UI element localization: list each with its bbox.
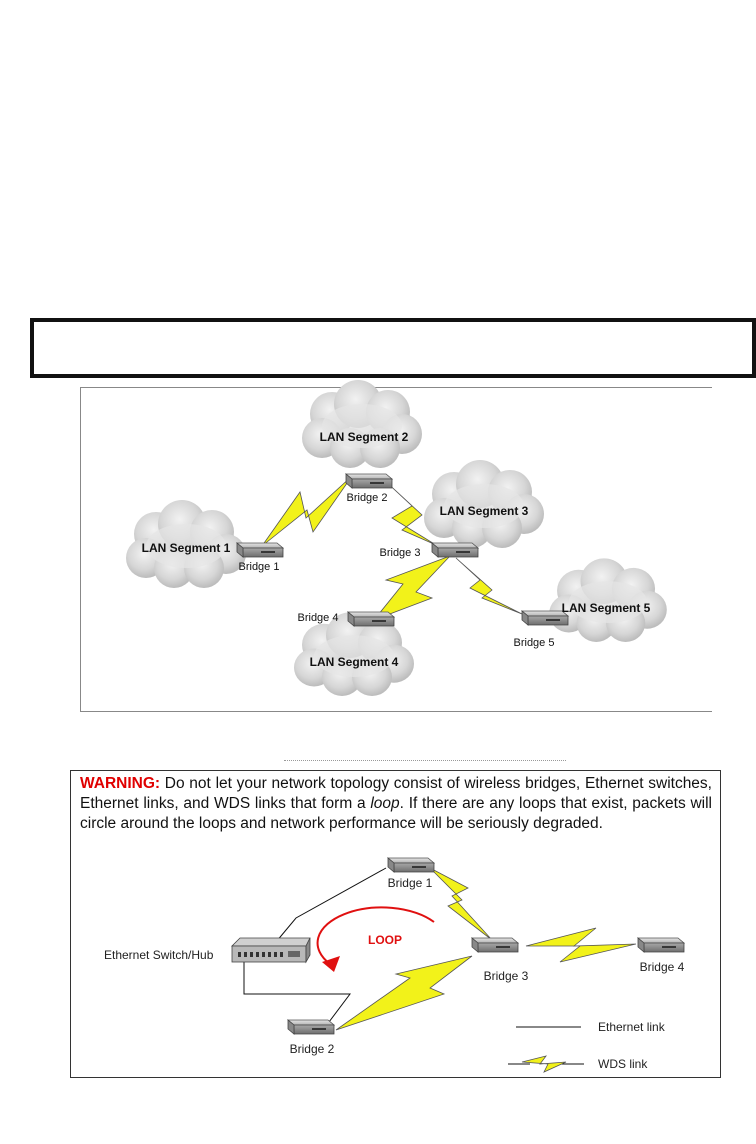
empty-header-box — [30, 318, 756, 378]
bridge-3-device — [431, 542, 479, 558]
lan-segment-5-label: LAN Segment 5 — [562, 601, 651, 615]
legend-ethernet-label: Ethernet link — [598, 1020, 666, 1034]
wds-link-b3-b4 — [372, 555, 451, 621]
bridge-5-label: Bridge 5 — [514, 637, 555, 649]
loop-bridge-2-device — [287, 1019, 335, 1035]
wds-topology-diagram: LAN Segment 1 LAN Segment 2 LAN Segment … — [126, 380, 667, 696]
loop-bridge-3-label: Bridge 3 — [484, 969, 529, 983]
loop-bridge-1-label: Bridge 1 — [388, 876, 433, 890]
bridge-2-device — [345, 473, 393, 489]
lan-segment-3-label: LAN Segment 3 — [440, 504, 529, 518]
wds-topology-frame — [80, 387, 712, 712]
lan-segment-2-label: LAN Segment 2 — [320, 430, 409, 444]
loop-label: LOOP — [368, 933, 402, 947]
warning-text-before: Do not let your network topology consist… — [80, 775, 712, 812]
loop-warning-diagram: LOOP Ethernet Switch/Hub Bridge 1 Bridge… — [104, 857, 685, 1073]
loop-bridge-4-device — [637, 937, 685, 953]
wds-link-b3-b2 — [335, 955, 473, 1031]
loop-bridge-4-label: Bridge 4 — [640, 960, 685, 974]
loop-bridge-2-label: Bridge 2 — [290, 1042, 335, 1056]
warning-box — [70, 770, 721, 1078]
loop-bridge-3-device — [471, 937, 519, 953]
warning-prefix: WARNING: — [80, 775, 161, 792]
legend-wds-symbol — [508, 1055, 584, 1073]
bridge-4-device — [347, 611, 395, 627]
bridge-3-label: Bridge 3 — [380, 547, 421, 559]
lan-segment-2-cloud — [302, 380, 422, 468]
switch-label: Ethernet Switch/Hub — [104, 948, 214, 962]
bridge-1-device — [236, 542, 284, 558]
bridge-1-label: Bridge 1 — [239, 561, 280, 573]
legend-wds-label: WDS link — [598, 1057, 648, 1071]
loop-arrowhead-icon — [322, 956, 340, 972]
warning-paragraph: WARNING: Do not let your network topolog… — [80, 774, 712, 834]
warning-emphasis: loop — [370, 795, 400, 812]
wds-link-b3-b4 — [525, 927, 637, 963]
lan-segment-4-label: LAN Segment 4 — [310, 655, 399, 669]
lan-segment-1-label: LAN Segment 1 — [142, 541, 231, 555]
ethernet-link-switch-b2 — [243, 962, 351, 1027]
wds-link-b3-b5 — [455, 557, 523, 615]
wds-link-b1-b2 — [261, 475, 353, 547]
ethernet-link-switch-b1 — [275, 867, 387, 943]
loop-bridge-1-device — [387, 857, 435, 873]
bridge-2-label: Bridge 2 — [347, 492, 388, 504]
warning-text-after: . If there are any loops that exist, pac… — [80, 795, 712, 832]
loop-arrow-icon — [316, 906, 435, 965]
divider-line — [284, 760, 566, 761]
bridge-4-label: Bridge 4 — [298, 612, 339, 624]
ethernet-switch-device — [231, 937, 311, 964]
wds-link-b1-b3 — [429, 867, 493, 941]
